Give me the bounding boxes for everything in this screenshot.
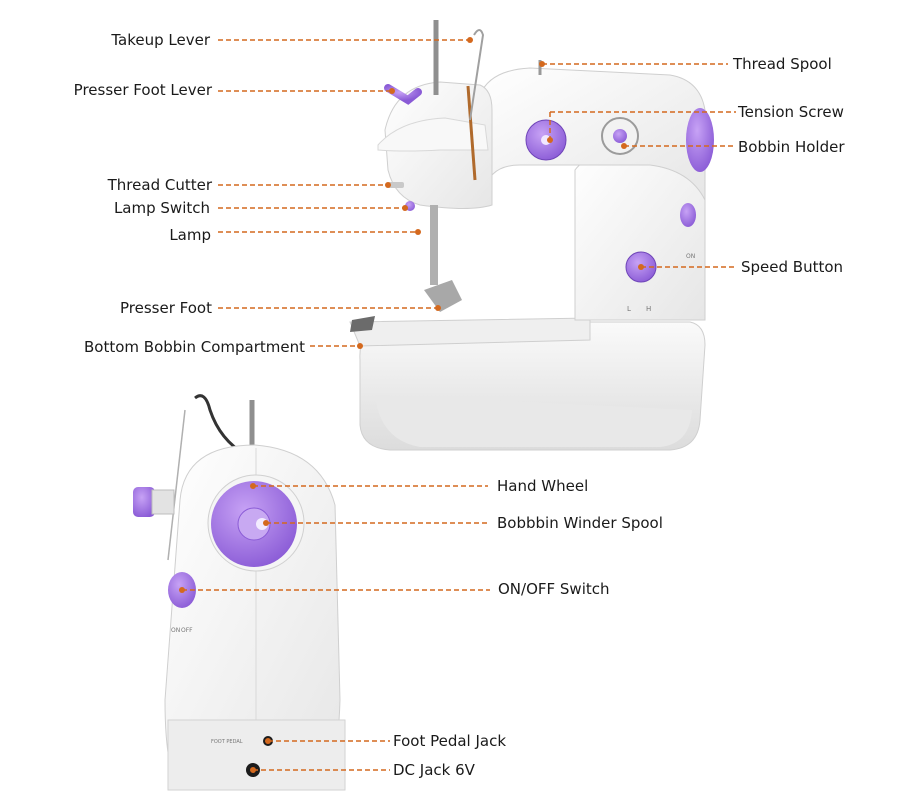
side-machine xyxy=(133,394,346,791)
speed-high-mark: H xyxy=(646,305,652,313)
label-lamp-switch: Lamp Switch xyxy=(113,199,210,217)
switch-off-mark: OFF xyxy=(181,627,193,634)
label-tension-screw: Tension Screw xyxy=(738,103,844,121)
label-dc-jack: DC Jack 6V xyxy=(393,761,475,779)
label-bobbin-holder: Bobbin Holder xyxy=(738,138,845,156)
label-bottom-bobbin-compartment: Bottom Bobbin Compartment xyxy=(84,338,305,356)
label-bobbin-winder-spool: Bobbbin Winder Spool xyxy=(497,514,663,532)
label-thread-cutter: Thread Cutter xyxy=(107,176,212,194)
front-machine xyxy=(349,20,714,451)
label-on-off-switch: ON/OFF Switch xyxy=(498,580,610,598)
label-lamp: Lamp xyxy=(169,226,211,244)
speed-on-mark: ON xyxy=(686,253,696,260)
label-presser-foot-lever: Presser Foot Lever xyxy=(73,81,212,99)
foot-pedal-mark: FOOT PEDAL xyxy=(211,739,243,745)
label-thread-spool: Thread Spool xyxy=(733,55,832,73)
label-takeup-lever: Takeup Lever xyxy=(111,31,210,49)
switch-on-mark: ON xyxy=(171,627,181,634)
label-speed-button: Speed Button xyxy=(741,258,844,276)
label-presser-foot: Presser Foot xyxy=(120,299,212,317)
speed-low-mark: L xyxy=(627,305,631,313)
label-hand-wheel: Hand Wheel xyxy=(497,477,589,495)
label-foot-pedal-jack: Foot Pedal Jack xyxy=(393,732,507,750)
